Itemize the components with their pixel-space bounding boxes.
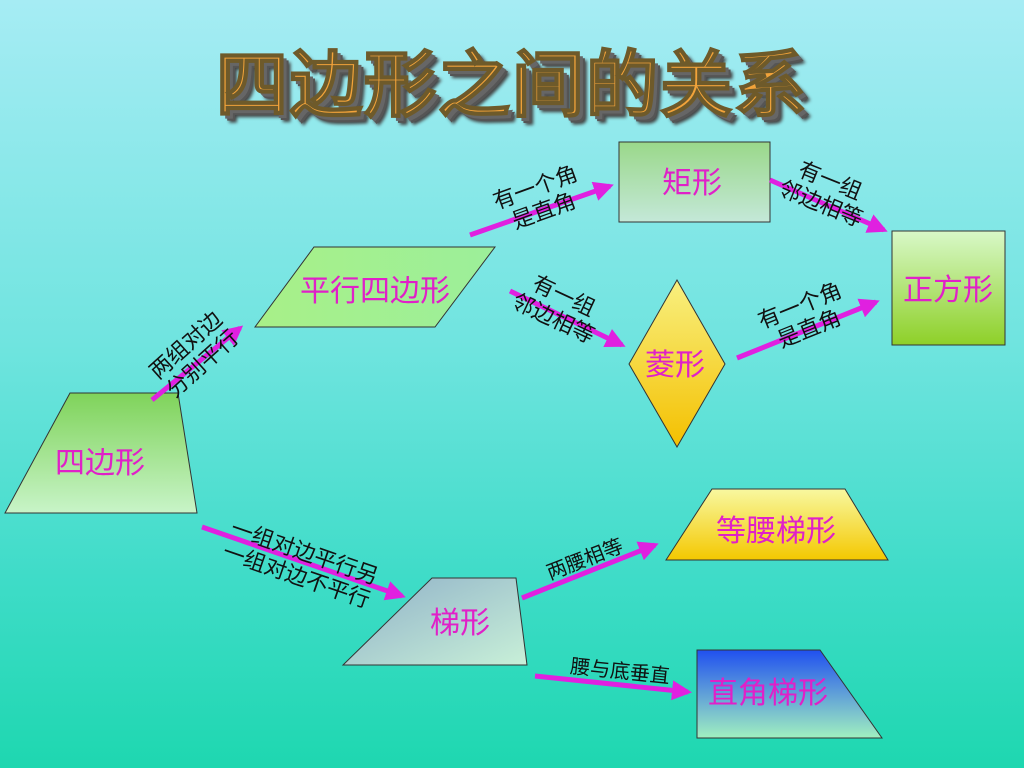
arrow-trapezoid-to-isosceles <box>521 541 659 601</box>
square-label: 正方形 <box>903 273 993 308</box>
isosceles-trapezoid-label: 等腰梯形 <box>716 514 836 549</box>
arrow-parallelogram-to-rhombus <box>508 288 626 348</box>
square-shape <box>891 230 1006 346</box>
rectangle-shape <box>618 141 771 223</box>
page-title: 四边形之间的关系 <box>215 42 808 128</box>
arrow-trapezoid-to-right <box>534 673 692 701</box>
rhombus-shape <box>628 278 726 448</box>
right-trapezoid-label: 直角梯形 <box>708 676 828 711</box>
parallelogram-shape <box>254 246 496 328</box>
rectangle-label: 矩形 <box>662 166 722 201</box>
isosceles-trapezoid-shape <box>665 488 889 561</box>
arrow-quad-to-parallelogram <box>150 325 244 402</box>
trapezoid-shape <box>341 577 528 666</box>
parallelogram-label: 平行四边形 <box>300 274 450 309</box>
arrow-parallelogram-to-rectangle <box>469 181 614 238</box>
arrow-rectangle-to-square <box>768 177 888 233</box>
arrow-quad-to-trapezoid <box>201 524 406 601</box>
quadrilateral-shape <box>4 392 198 514</box>
right-trapezoid-shape <box>696 649 883 739</box>
trapezoid-label: 梯形 <box>430 606 490 641</box>
rhombus-label: 菱形 <box>645 348 705 383</box>
arrow-rhombus-to-square <box>736 298 880 361</box>
quadrilateral-label: 四边形 <box>55 446 145 481</box>
